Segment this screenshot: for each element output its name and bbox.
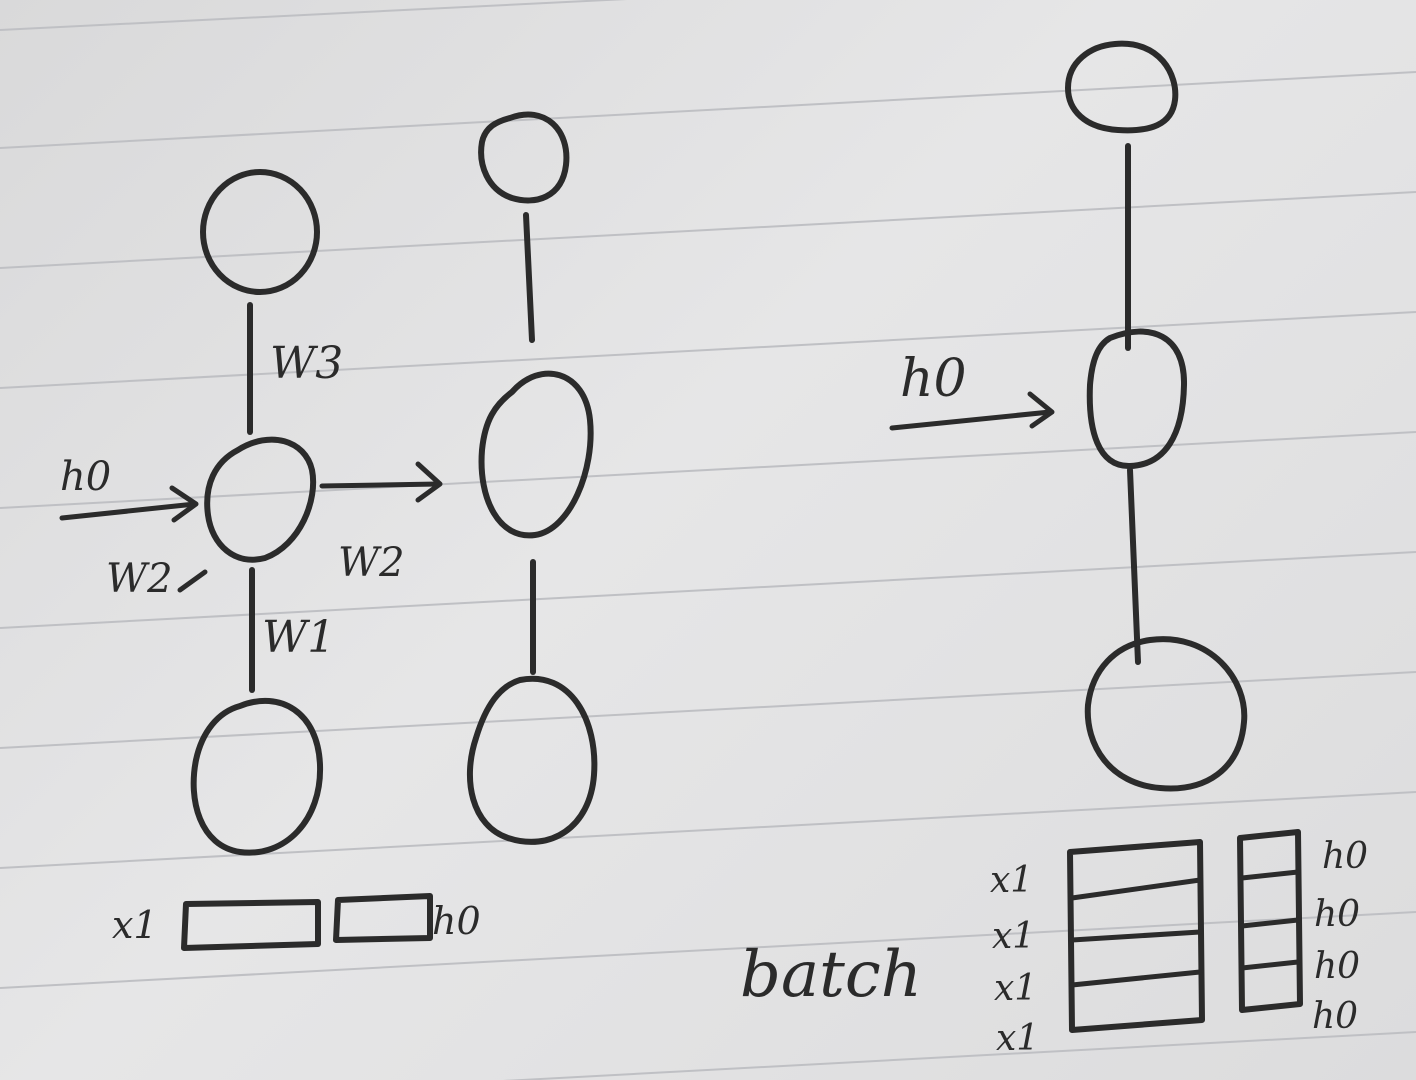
middle-hidden-node — [478, 370, 594, 539]
batch-x-label-3: x1 — [994, 968, 1037, 1009]
middle-output-node — [478, 111, 570, 204]
right-input-node — [1084, 636, 1248, 792]
right-rnn-cell: h0 — [889, 40, 1248, 792]
label-h0-box: h0 — [432, 899, 481, 943]
right-hidden-node — [1086, 328, 1188, 470]
right-h0-arrowhead — [1027, 391, 1055, 429]
middle-rnn-cell — [467, 111, 598, 845]
left-rnn-cell: W3 h0 W2 W2 W1 — [59, 169, 443, 856]
left-w2-out-arrowhead — [415, 461, 443, 503]
left-w2-out-arrow — [319, 481, 441, 489]
label-h0-left: h0 — [60, 454, 111, 500]
left-output-node — [200, 169, 320, 295]
x-batch-row-1 — [1069, 877, 1203, 901]
label-h0-right: h0 — [900, 349, 967, 409]
left-input-node — [190, 698, 324, 856]
h-batch-row-1 — [1239, 869, 1301, 881]
batch-x-label-1: x1 — [990, 860, 1033, 901]
h-batch-row-2 — [1239, 917, 1301, 929]
x1-vector-box — [181, 899, 321, 951]
batch-x-label-4: x1 — [996, 1018, 1039, 1059]
batch-h-label-2: h0 — [1314, 894, 1360, 935]
h-batch-matrix — [1237, 829, 1303, 1013]
left-w2-tick — [177, 569, 208, 593]
label-w2-out: W2 — [338, 540, 405, 586]
batch-h-label-1: h0 — [1322, 836, 1368, 877]
batch-h-label-4: h0 — [1312, 996, 1358, 1037]
right-h0-arrow — [889, 409, 1053, 431]
left-h0-arrowhead — [169, 485, 199, 523]
h0-vector-box — [333, 893, 433, 943]
left-input-vectors: x1 h0 — [112, 893, 481, 951]
x-batch-row-2 — [1069, 929, 1203, 943]
label-batch: batch — [740, 938, 922, 1012]
batch-diagram: batch x1 x1 x1 x1 h0 h0 h0 h0 — [740, 829, 1368, 1059]
label-w3: W3 — [270, 338, 343, 389]
label-w2-in: W2 — [106, 556, 173, 602]
batch-x-label-2: x1 — [992, 916, 1035, 957]
middle-top-edge — [523, 212, 535, 343]
left-h0-arrow — [59, 501, 198, 521]
middle-input-node — [467, 675, 598, 845]
batch-h-label-3: h0 — [1314, 946, 1360, 987]
x-batch-row-3 — [1069, 969, 1203, 988]
label-w1: W1 — [262, 612, 335, 663]
x-batch-matrix — [1067, 839, 1205, 1033]
right-bottom-edge — [1127, 467, 1141, 665]
right-output-node — [1065, 40, 1179, 134]
left-hidden-node — [204, 436, 317, 563]
label-x1: x1 — [112, 903, 158, 947]
h-batch-row-3 — [1239, 959, 1301, 971]
